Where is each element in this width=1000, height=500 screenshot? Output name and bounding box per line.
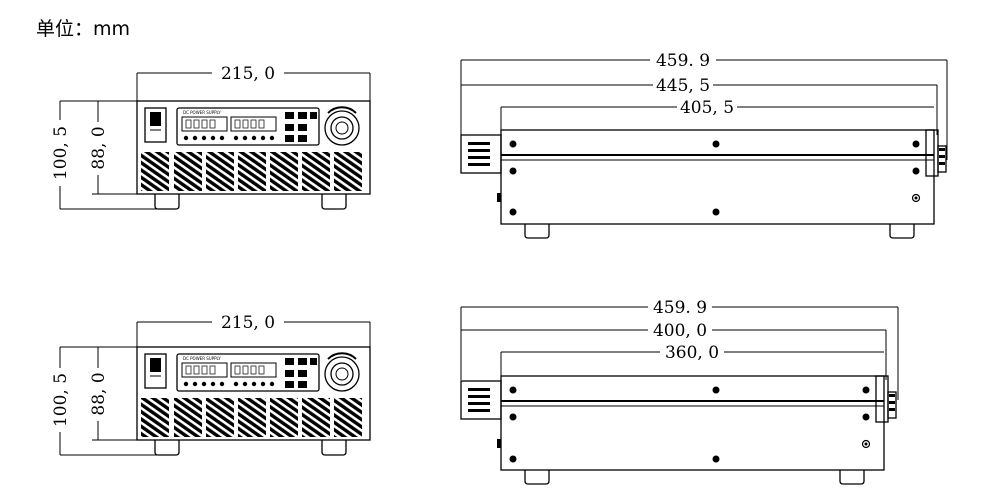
side-foot-right: [839, 470, 865, 485]
panel-indicators: [183, 381, 275, 387]
side-mid-label: 445, 5: [656, 76, 710, 96]
display-digits-right: [234, 365, 265, 375]
side-overall-label: 459. 9: [656, 51, 710, 71]
front-body: [136, 346, 371, 441]
display-right: [230, 362, 277, 378]
side-body-label: 360, 0: [665, 343, 719, 363]
rear-connector-slots: [468, 388, 490, 412]
side-body: [500, 129, 935, 225]
display-digits-left: [185, 119, 216, 129]
side-body: [500, 375, 885, 471]
side-foot-left: [524, 224, 550, 239]
front-foot-left: [154, 194, 180, 210]
rear-connector-slots: [468, 142, 490, 166]
display-left: [181, 116, 228, 132]
rear-connector-block: [460, 134, 502, 174]
side-foot-left: [524, 470, 550, 485]
panel-buttons: [285, 112, 317, 142]
panel-title: DC POWER SUPPLY: [183, 110, 221, 115]
front-width-label: 215, 0: [221, 64, 275, 84]
display-left: [181, 362, 228, 378]
panel-buttons: [285, 358, 317, 388]
front-view-top: 215, 0 100, 5 88, 0 DC POWER SUPPLY: [51, 64, 371, 210]
power-switch-rocker: [150, 112, 161, 126]
front-panel-edge: [925, 129, 939, 177]
side-screws: [509, 386, 871, 463]
control-panel: [176, 107, 320, 146]
rear-connector-block: [460, 380, 502, 420]
front-foot-right: [321, 440, 347, 456]
side-view-bottom: 459. 9 400, 0 360, 0: [460, 298, 899, 485]
front-body: [136, 100, 371, 195]
front-foot-right: [321, 194, 347, 210]
display-digits-left: [185, 365, 216, 375]
height-body-label: 88, 0: [89, 126, 109, 169]
control-knob: [324, 352, 360, 392]
side-foot-right: [889, 224, 915, 239]
front-width-label: 215, 0: [221, 313, 275, 333]
front-vents: [141, 398, 362, 437]
height-total-label: 100, 5: [51, 126, 71, 180]
side-overall-label: 459. 9: [653, 298, 707, 318]
side-body-label: 405, 5: [680, 98, 734, 118]
front-view-bottom: 215, 0 100, 5 88, 0 DC POWER SUPPLY: [51, 313, 371, 456]
side-knob-profile: [887, 391, 897, 419]
rear-tab: [497, 193, 501, 202]
rear-tab: [497, 439, 501, 448]
control-panel: [176, 353, 320, 392]
panel-title: DC POWER SUPPLY: [183, 356, 221, 361]
power-switch-rocker: [150, 358, 161, 372]
height-body-label: 88, 0: [89, 372, 109, 415]
unit-label: 单位：mm: [36, 18, 131, 40]
front-foot-left: [154, 440, 180, 456]
front-vents: [141, 152, 362, 191]
front-panel-edge: [875, 375, 889, 423]
power-switch: [144, 353, 167, 389]
panel-indicators: [183, 135, 275, 141]
control-knob: [324, 106, 360, 146]
side-mid-label: 400, 0: [653, 321, 707, 341]
display-right: [230, 116, 277, 132]
side-view-top: 459. 9 445, 5 405, 5: [460, 51, 948, 239]
side-screws: [509, 140, 921, 216]
display-digits-right: [234, 119, 265, 129]
power-switch: [144, 107, 167, 143]
side-knob-profile: [937, 145, 947, 173]
height-total-label: 100, 5: [51, 373, 71, 427]
